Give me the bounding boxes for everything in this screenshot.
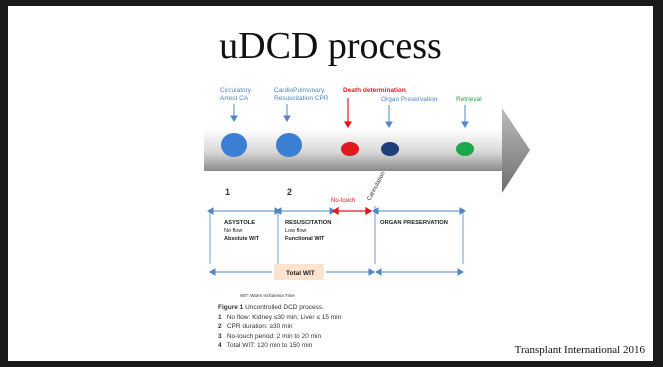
figure-caption-title: Figure 1 Uncontrolled DCD process. — [218, 303, 341, 313]
step-label-retrieval: Retrieval — [456, 96, 482, 103]
phase-dividers — [209, 206, 464, 264]
phase-asystole-line2: Absolute WIT — [224, 236, 260, 242]
step-down-arrows — [230, 104, 469, 128]
dot-circulatory-arrest — [221, 133, 247, 157]
step-label-circulatory-2: Arrest CA — [220, 95, 249, 102]
phase-resuscitation-line2: Functional WIT — [285, 236, 325, 242]
phase-organ-preservation-name: ORGAN PRESERVATION — [380, 220, 448, 226]
figure-note: 2 CPR duration: ≥30 min — [218, 323, 293, 330]
figure-label: Figure 1 — [218, 304, 244, 311]
phase-asystole-name: ASYSTOLE — [224, 220, 255, 226]
cannulation-label: Cannulation — [366, 171, 386, 202]
phase-resuscitation-name: RESUSCITATION — [285, 220, 331, 226]
no-touch-label: No-touch — [331, 198, 355, 204]
no-touch-arrow — [331, 206, 373, 216]
figure-caption: Figure 1 Uncontrolled DCD process. 1 No … — [218, 303, 341, 351]
slide-title: uDCD process — [219, 25, 442, 67]
figure-note: 4 Total WIT: 120 min to 150 min — [218, 342, 313, 349]
source-citation: Transplant International 2016 — [514, 344, 645, 356]
step-label-organ-preservation: Organ Preservation — [381, 96, 438, 103]
total-wit-label: Total WIT — [286, 270, 315, 277]
total-wit-box — [274, 264, 324, 280]
dot-organ-preservation — [381, 142, 399, 156]
wit-legend: WIT: Warm Ischaemia Time — [240, 293, 295, 298]
dot-death-determination — [341, 142, 359, 156]
figure-title: Uncontrolled DCD process. — [245, 304, 324, 311]
phase-arrows — [207, 207, 466, 215]
phase-asystole-line1: No flow — [224, 228, 242, 234]
marker-1: 1 — [225, 187, 230, 197]
udcd-diagram: Circulatory Arrest CA CardioPulmonary Re… — [204, 87, 530, 298]
death-down-arrow — [343, 98, 353, 129]
phase-resuscitation-line1: Low flow — [285, 228, 306, 234]
figure-note: 3 No-touch period: 2 min to 20 min — [218, 332, 322, 340]
slide: uDCD process Circulatory Arrest CA Cardi… — [8, 6, 653, 361]
dot-cpr — [276, 133, 302, 157]
process-arrow-head — [502, 108, 530, 193]
total-wit-arrows — [209, 268, 464, 276]
dot-retrieval — [456, 142, 474, 156]
marker-2: 2 — [287, 187, 292, 197]
step-label-cpr-2: Resuscitation CPR — [274, 95, 329, 102]
step-label-death: Death determination — [343, 87, 406, 94]
figure-note: 1 No flow: Kidney ≤30 min; Liver ≤ 15 mi… — [218, 313, 342, 321]
step-label-circulatory-1: Circulatory — [220, 87, 252, 94]
step-label-cpr-1: CardioPulmonary — [274, 87, 325, 94]
